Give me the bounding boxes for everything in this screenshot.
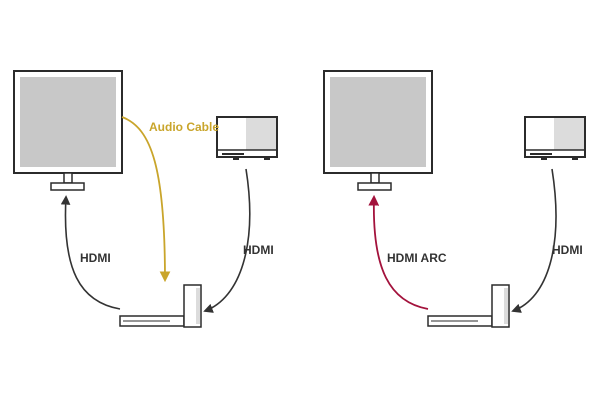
- left-tv-hdmi-label: HDMI: [80, 251, 111, 265]
- right-soundbar: [427, 315, 493, 327]
- right-setup: HDMI ARC HDMI: [323, 70, 586, 328]
- left-source-foot: [233, 157, 239, 160]
- left-soundbar: [119, 315, 185, 327]
- left-speaker-panel: [196, 288, 200, 324]
- left-source-hdmi-label: HDMI: [243, 243, 274, 257]
- right-hdmi-source-arrow: [511, 168, 557, 313]
- right-source-hdmi-label: HDMI: [552, 243, 583, 257]
- right-source-panel: [554, 118, 584, 150]
- right-source-device: [524, 116, 586, 160]
- left-tv-screen: [20, 77, 116, 167]
- left-source-panel: [246, 118, 276, 150]
- right-tv-neck: [370, 172, 380, 184]
- left-hdmi-tv-arrow: [60, 195, 121, 310]
- right-speaker: [491, 284, 510, 328]
- right-tv-stand: [357, 182, 392, 191]
- left-tv-neck: [63, 172, 73, 184]
- right-tv-screen: [330, 77, 426, 167]
- right-speaker-panel: [504, 288, 508, 324]
- right-source-foot: [572, 157, 578, 160]
- left-source-foot: [264, 157, 270, 160]
- right-tv: [323, 70, 433, 191]
- left-source-device: [216, 116, 278, 160]
- right-source-slot: [530, 153, 552, 155]
- left-source-slot: [222, 153, 244, 155]
- right-source-foot: [541, 157, 547, 160]
- left-tv: [13, 70, 123, 191]
- right-tv-hdmi-arc-label: HDMI ARC: [387, 251, 447, 265]
- left-audio-cable-label: Audio Cable: [149, 120, 219, 134]
- left-hdmi-source-arrow: [203, 168, 251, 313]
- left-speaker: [183, 284, 202, 328]
- left-setup: HDMI HDMI Audio Cable: [13, 70, 278, 328]
- left-audio-cable-arrow: [121, 116, 171, 283]
- left-tv-stand: [50, 182, 85, 191]
- right-hdmi-arc-arrow: [368, 194, 429, 310]
